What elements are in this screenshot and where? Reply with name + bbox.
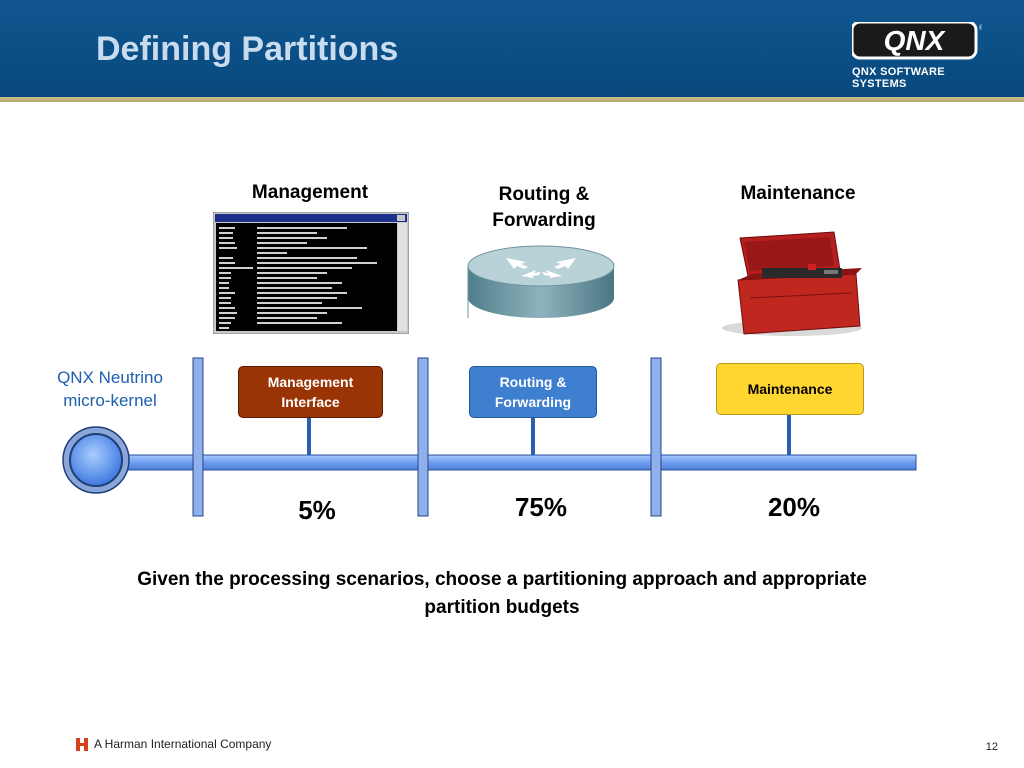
toolbox-icon [722, 231, 862, 336]
connector-line [787, 415, 791, 455]
budget-routing: 75% [514, 492, 568, 522]
connector-line [531, 418, 535, 455]
heading-maintenance: Maintenance [740, 183, 856, 204]
kernel-icon [62, 426, 130, 494]
header-rule [0, 97, 1024, 102]
connector-line [307, 418, 311, 455]
svg-text:®: ® [979, 24, 982, 32]
partition-divider [192, 357, 204, 517]
budget-maintenance: 20% [767, 492, 821, 522]
system-bus [95, 454, 917, 471]
maintenance-node: Maintenance [716, 363, 864, 415]
harman-h-icon [76, 738, 88, 751]
partition-divider [650, 357, 662, 517]
qnx-logo: QNX ® [852, 22, 982, 60]
heading-management: Management [251, 182, 369, 203]
budget-management: 5% [298, 495, 336, 525]
slide-title: Defining Partitions [96, 30, 399, 68]
footer-company: A Harman International Company [94, 737, 272, 751]
svg-text:QNX: QNX [884, 25, 947, 56]
kernel-label: QNX Neutrino micro-kernel [57, 368, 163, 410]
slide-caption: Given the processing scenarios, choose a… [137, 569, 867, 618]
logo-caption: QNX SOFTWARE SYSTEMS [852, 66, 945, 90]
page-number: 12 [985, 741, 998, 753]
routing-forwarding-node: Routing & Forwarding [469, 366, 597, 418]
partition-divider [417, 357, 429, 517]
router-icon [467, 245, 615, 318]
heading-routing: Routing & Forwarding [492, 184, 596, 231]
management-interface-node: Management Interface [238, 366, 383, 418]
terminal-window-icon [213, 212, 409, 334]
